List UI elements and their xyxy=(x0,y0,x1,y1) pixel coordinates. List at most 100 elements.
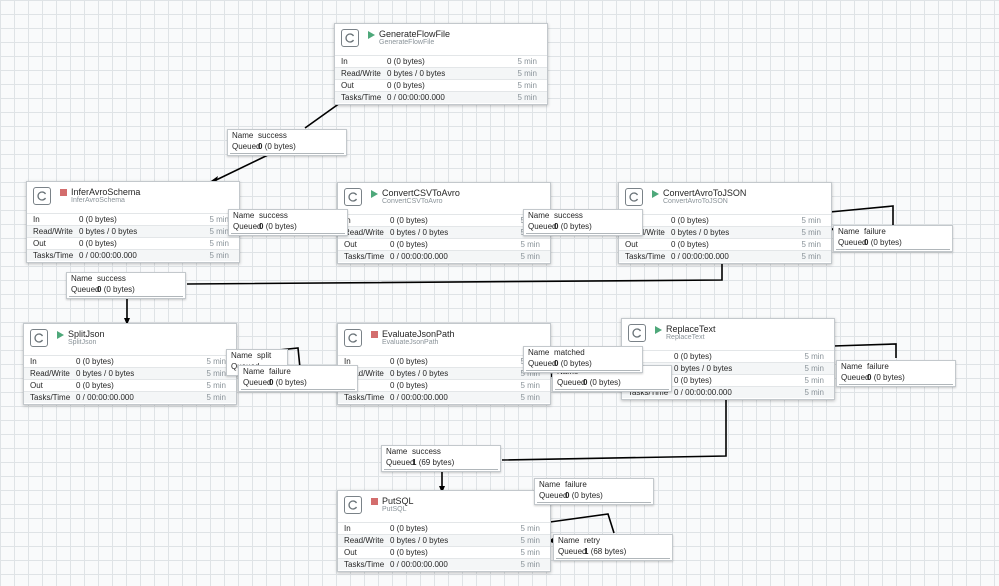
stat-label-read-write: Read/Write xyxy=(344,536,384,545)
stat-label-tasks-time: Tasks/Time xyxy=(628,388,669,397)
stat-in: 0 (0 bytes) xyxy=(390,216,428,225)
queued-key: Queued xyxy=(243,378,272,387)
queue-bar xyxy=(839,384,953,385)
processor-icon xyxy=(344,188,362,206)
stat-period: 5 min xyxy=(801,228,821,237)
stat-period: 5 min xyxy=(804,388,824,397)
stat-period: 5 min xyxy=(520,548,540,557)
stat-out: 0 (0 bytes) xyxy=(674,376,712,385)
stat-period: 5 min xyxy=(520,393,540,402)
connection-path xyxy=(501,397,727,461)
processor-convertcsvtoavro[interactable]: ConvertCSVToAvro ConvertCSVToAvro In0 (0… xyxy=(337,182,551,264)
processor-type: ReplaceText xyxy=(666,334,705,341)
stat-period: 5 min xyxy=(804,352,824,361)
running-status-icon xyxy=(655,326,662,334)
stat-label-out: Out xyxy=(33,239,46,248)
processor-convertavrotojson[interactable]: ConvertAvroToJSON ConvertAvroToJSON In0 … xyxy=(618,182,832,264)
stat-read-write: 0 bytes / 0 bytes xyxy=(76,369,135,378)
processor-type: ConvertCSVToAvro xyxy=(382,198,443,205)
processor-type: PutSQL xyxy=(382,506,407,513)
stat-tasks-time: 0 / 00:00:00.000 xyxy=(390,252,448,261)
queued-key: Queued xyxy=(528,222,557,231)
processor-putsql[interactable]: PutSQL PutSQL In 0 (0 bytes) 5 min Read/Wr… xyxy=(337,490,551,572)
stat-tasks-time: 0 / 00:00:00.000 xyxy=(671,252,729,261)
processor-name: SplitJson xyxy=(68,329,105,339)
stat-period: 5 min xyxy=(517,69,537,78)
stat-out: 0 (0 bytes) xyxy=(76,381,114,390)
stat-period: 5 min xyxy=(517,81,537,90)
stat-period: 5 min xyxy=(520,369,540,378)
queued-key: Queued xyxy=(539,491,568,500)
stat-label-read-write: Read/Write xyxy=(625,228,665,237)
running-status-icon xyxy=(57,331,64,339)
stat-period: 5 min xyxy=(206,357,226,366)
name-key: Name xyxy=(528,211,550,220)
connection-path xyxy=(829,205,894,225)
processor-name: PutSQL xyxy=(382,496,414,506)
stat-in: 0 (0 bytes) xyxy=(390,524,428,533)
name-key: Name xyxy=(838,227,860,236)
queued-key: Queued xyxy=(528,359,557,368)
processor-replacetext[interactable]: ReplaceText ReplaceText In0 (0 bytes)5 m… xyxy=(621,318,835,400)
stat-in: 0 (0 bytes) xyxy=(79,215,117,224)
queued-value: 1 (69 bytes) xyxy=(412,458,455,467)
queue-bar xyxy=(555,389,669,390)
running-status-icon xyxy=(371,190,378,198)
stat-period: 5 min xyxy=(520,252,540,261)
processor-icon xyxy=(625,188,643,206)
stat-label-in: In xyxy=(33,215,40,224)
processor-type: InferAvroSchema xyxy=(71,197,125,204)
stat-tasks-time: 0 / 00:00:00.000 xyxy=(674,388,732,397)
queued-key: Queued xyxy=(838,238,867,247)
queued-value: 0 (0 bytes) xyxy=(258,142,296,151)
name-key: Name xyxy=(71,274,93,283)
stat-label-out: Out xyxy=(341,81,354,90)
stat-label-read-write: Read/Write xyxy=(33,227,73,236)
stat-label-in: In xyxy=(344,524,351,533)
stopped-status-icon xyxy=(371,498,378,505)
queue-bar xyxy=(537,502,651,503)
stat-period: 5 min xyxy=(209,239,229,248)
connection-path xyxy=(211,153,271,183)
stat-period: 5 min xyxy=(804,364,824,373)
processor-type: SplitJson xyxy=(68,339,97,346)
stat-in: 0 (0 bytes) xyxy=(671,216,709,225)
stat-label-read-write: Read/Write xyxy=(344,228,384,237)
connection-name: split xyxy=(257,351,272,360)
name-key: Name xyxy=(558,536,580,545)
queued-value: 1 (68 bytes) xyxy=(584,547,627,556)
stat-read-write: 0 bytes / 0 bytes xyxy=(387,69,446,78)
connection-name: failure xyxy=(269,367,291,376)
queue-bar xyxy=(526,370,640,371)
queue-bar xyxy=(241,389,355,390)
queued-value: 0 (0 bytes) xyxy=(97,285,135,294)
connection-name: failure xyxy=(864,227,886,236)
stat-out: 0 (0 bytes) xyxy=(390,548,428,557)
processor-icon xyxy=(33,187,51,205)
stat-tasks-time: 0 / 00:00:00.000 xyxy=(79,251,137,260)
stat-tasks-time: 0 / 00:00:00.000 xyxy=(390,560,448,569)
stat-period: 5 min xyxy=(520,524,540,533)
name-key: Name xyxy=(528,348,550,357)
stat-label-read-write: Read/Write xyxy=(344,369,384,378)
queued-key: Queued xyxy=(841,373,870,382)
stat-period: 5 min xyxy=(209,215,229,224)
connection-path xyxy=(186,262,723,285)
stat-period: 5 min xyxy=(520,240,540,249)
